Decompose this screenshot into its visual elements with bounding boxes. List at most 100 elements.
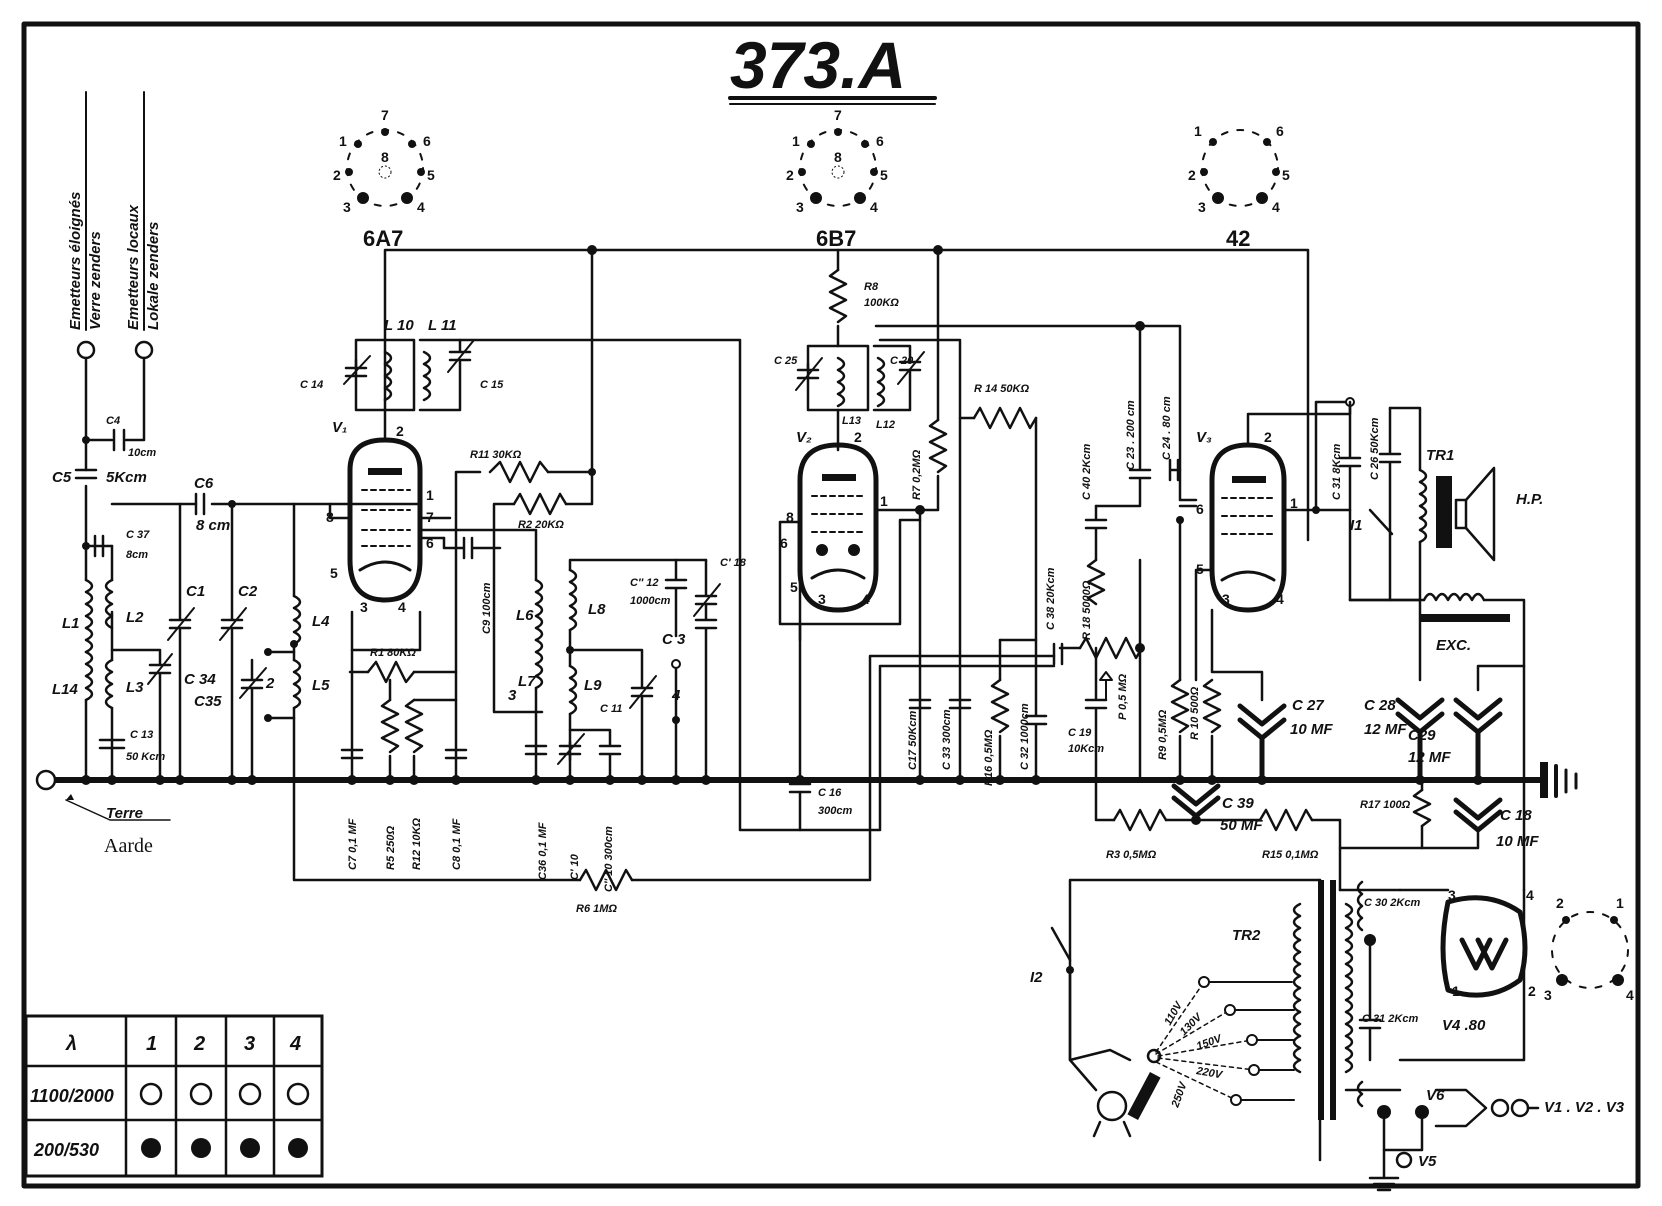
svg-text:2: 2 bbox=[1556, 895, 1564, 911]
l11-coil bbox=[422, 350, 432, 402]
ground-terminal[interactable] bbox=[35, 769, 57, 791]
svg-text:5: 5 bbox=[1282, 167, 1290, 183]
svg-text:3: 3 bbox=[1198, 199, 1206, 215]
r11-label: R11 30KΩ bbox=[470, 449, 522, 461]
hp-label: H.P. bbox=[1516, 491, 1543, 508]
c27-electrolytic bbox=[1237, 703, 1287, 783]
r7-resistor bbox=[928, 418, 948, 474]
svg-text:3: 3 bbox=[1222, 591, 1230, 607]
c36-label: C36 0,1 MF bbox=[537, 822, 549, 880]
c28-value: 12 MF bbox=[1364, 721, 1407, 738]
svg-text:4: 4 bbox=[398, 599, 406, 615]
tap-150v: 150V bbox=[1195, 1032, 1225, 1053]
svg-text:3: 3 bbox=[343, 199, 351, 215]
r9-resistor bbox=[1170, 678, 1190, 734]
c11-label: C 11 bbox=[600, 703, 622, 715]
l6-coil bbox=[534, 578, 544, 642]
r17-label: R17 100Ω bbox=[1360, 799, 1411, 811]
antenna-local-terminal[interactable] bbox=[134, 340, 154, 360]
ground-label-nl: Aarde bbox=[104, 835, 153, 857]
i1-switch[interactable] bbox=[1368, 508, 1394, 536]
c33-label: C 33 300cm bbox=[941, 709, 953, 770]
table-marks bbox=[139, 1082, 310, 1158]
b-plus-rail bbox=[383, 248, 1310, 542]
r15-label: R15 0,1MΩ bbox=[1262, 849, 1319, 861]
svg-text:2: 2 bbox=[333, 167, 341, 183]
c12-value: 1000cm bbox=[630, 595, 671, 607]
tr1-label: TR1 bbox=[1426, 447, 1454, 464]
l10-label: L 10 bbox=[384, 317, 414, 334]
r9-label: R9 0,5MΩ bbox=[1157, 709, 1169, 760]
r6-label: R6 1MΩ bbox=[576, 903, 617, 915]
c12-capacitor bbox=[664, 558, 688, 638]
svg-text:1: 1 bbox=[1194, 123, 1202, 139]
c13-label: C 13 bbox=[130, 729, 153, 741]
svg-text:2: 2 bbox=[396, 423, 404, 439]
heater-terminal-2[interactable] bbox=[1510, 1098, 1530, 1118]
svg-text:1: 1 bbox=[880, 493, 888, 509]
c24-capacitor bbox=[1168, 458, 1182, 482]
c23-capacitor bbox=[1094, 324, 1152, 508]
l4-label: L4 bbox=[312, 613, 330, 630]
c19-value: 10Kcm bbox=[1068, 743, 1104, 755]
c31b-label: C 31 2Kcm bbox=[1362, 1013, 1418, 1025]
c34-trimmer bbox=[110, 648, 172, 782]
ground-pointer bbox=[65, 799, 171, 821]
svg-text:6: 6 bbox=[426, 535, 434, 551]
r7-label: R7 0,2MΩ bbox=[911, 449, 923, 500]
r12-resistor bbox=[404, 698, 424, 754]
c2-gang bbox=[220, 502, 244, 782]
c35-trimmer bbox=[240, 658, 264, 782]
c40-label: C 40 2Kcm bbox=[1081, 444, 1093, 500]
c12-label: C″ 12 bbox=[630, 577, 659, 589]
chassis-ground-symbol bbox=[1540, 762, 1578, 798]
l13-label: L13 bbox=[842, 415, 861, 427]
mains-plug-icon bbox=[1092, 1090, 1132, 1138]
svg-text:1: 1 bbox=[339, 133, 347, 149]
l14-coil bbox=[84, 650, 94, 702]
c4-label: C4 bbox=[106, 415, 120, 427]
c18-label: C′ 18 bbox=[720, 557, 747, 569]
c37-value: 8cm bbox=[126, 549, 148, 561]
tr2-label: TR2 bbox=[1232, 927, 1261, 944]
diagram-title: 373.A bbox=[730, 28, 906, 102]
table-header-1: 1 bbox=[146, 1033, 157, 1055]
c13-capacitor bbox=[98, 738, 126, 750]
l8-coil bbox=[568, 568, 578, 632]
svg-text:5: 5 bbox=[790, 579, 798, 595]
c16-value: 300cm bbox=[818, 805, 852, 817]
i1-label: I1 bbox=[1350, 517, 1363, 534]
heater-terminal-1[interactable] bbox=[1490, 1098, 1510, 1118]
antenna-lead bbox=[84, 484, 114, 548]
c13-value: 50 Kcm bbox=[126, 751, 165, 763]
volume-potentiometer[interactable] bbox=[1078, 636, 1144, 660]
c16-label: C 16 bbox=[818, 787, 842, 799]
c28-electrolytic bbox=[1395, 697, 1445, 783]
c8-capacitor bbox=[444, 748, 468, 760]
c9-label: C9 100cm bbox=[481, 582, 493, 634]
r1-resistor bbox=[366, 660, 416, 684]
c8-label: C8 0,1 MF bbox=[451, 818, 463, 870]
tap-250v: 250V bbox=[1169, 1079, 1190, 1110]
c39-label: C 39 bbox=[1222, 795, 1254, 812]
svg-text:3: 3 bbox=[1448, 887, 1456, 903]
l4-coil bbox=[292, 594, 302, 646]
c18b-value: 10 MF bbox=[1496, 833, 1539, 850]
table-header-lambda: λ bbox=[65, 1033, 77, 1055]
c38-capacitor bbox=[1052, 642, 1064, 666]
l2-label: L2 bbox=[126, 609, 144, 626]
table-mark-1-2 bbox=[189, 1082, 213, 1106]
c5-capacitor bbox=[74, 468, 98, 480]
pot-label: P 0,5 MΩ bbox=[1117, 674, 1129, 720]
tap-110v: 110V bbox=[1162, 999, 1186, 1028]
v3-tube bbox=[1209, 442, 1287, 613]
l12-label: L12 bbox=[876, 419, 895, 431]
socket-42-label: 42 bbox=[1226, 226, 1250, 251]
svg-text:4: 4 bbox=[870, 199, 878, 215]
antenna-far-terminal[interactable] bbox=[76, 340, 96, 360]
socket-6a7-label: 6A7 bbox=[363, 226, 403, 251]
i2-mains-switch[interactable] bbox=[1050, 926, 1072, 962]
l10-coil bbox=[383, 350, 393, 402]
